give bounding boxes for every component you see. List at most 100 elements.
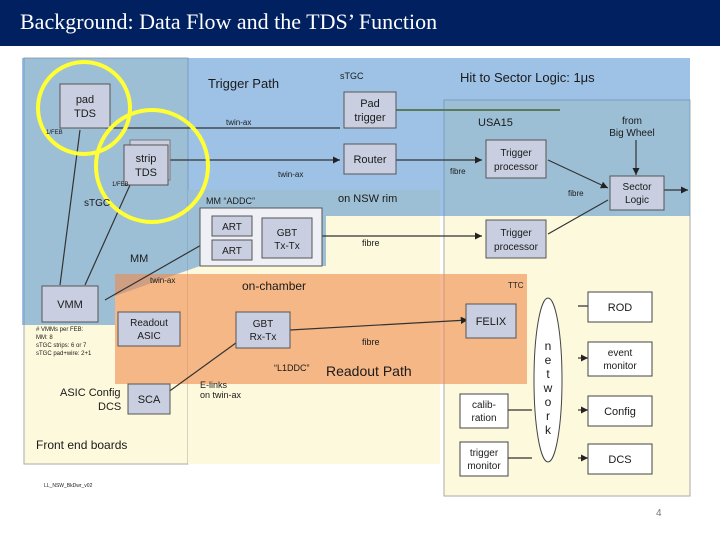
calibration-label-2: ration <box>471 413 496 424</box>
network-letter-w: w <box>543 381 553 395</box>
trigger-path-label: Trigger Path <box>208 76 279 91</box>
gbt-rxtx-label-1: GBT <box>253 319 274 330</box>
calibration-label-1: calib- <box>472 400 496 411</box>
rod-label: ROD <box>608 302 633 314</box>
l1ddc-fibre-line <box>289 316 469 331</box>
art2-box <box>211 239 253 261</box>
tp1-label-2: processor <box>494 162 539 173</box>
readout-asic-box <box>117 311 181 347</box>
network-letter-k: k <box>545 423 552 437</box>
network-letter-e: e <box>545 353 552 367</box>
pad-trigger-label-1: Pad <box>360 98 380 110</box>
gbt-rxtx-label-2: Rx-Tx <box>250 332 277 343</box>
from-big-wheel-label-1: from <box>622 116 642 127</box>
sector-logic-label-2: Logic <box>625 195 649 206</box>
event-monitor-box <box>587 341 653 377</box>
tp2-label-1: Trigger <box>500 228 532 239</box>
pad-trigger-box <box>343 91 397 129</box>
network-letter-r: r <box>546 409 550 423</box>
fibre-a-label: fibre <box>450 167 466 176</box>
asic-config-label: ASIC Config <box>60 387 121 399</box>
trigger-monitor-box <box>459 441 509 477</box>
usa15-label: USA15 <box>478 117 513 129</box>
from-big-wheel-label-2: Big Wheel <box>609 128 655 139</box>
strip-tds-label-1: strip <box>136 153 157 165</box>
l1ddc-label: “L1DDC” <box>274 363 310 373</box>
pad-tds-label-1: pad <box>76 94 94 106</box>
vmm-note-3: sTGC strips: 6 or 7 <box>36 343 87 349</box>
front-end-boards-label: Front end boards <box>36 438 127 452</box>
rod-box <box>587 291 653 323</box>
tp2-to-sl-line <box>547 199 609 235</box>
vmm-to-strip-line <box>84 184 131 286</box>
on-nsw-rim-label: on NSW rim <box>338 193 397 205</box>
config-label: Config <box>604 406 636 418</box>
twin-ax-mid-label: twin-ax <box>278 170 303 179</box>
stgc-left-label: sTGC <box>84 198 110 209</box>
readout-path-overlay <box>115 274 527 384</box>
tp2-label-2: processor <box>494 242 539 253</box>
sca-elink-line <box>159 339 241 399</box>
twin-ax-top-label: twin-ax <box>226 118 251 127</box>
sector-logic-label-1: Sector <box>623 182 653 193</box>
dcs-left-label: DCS <box>98 401 121 413</box>
one-feb-label-b: 1/FEB <box>112 182 129 188</box>
sca-box <box>127 383 171 415</box>
art1-box <box>211 215 253 237</box>
fibre-low-label: fibre <box>362 337 380 347</box>
dcs-right-box <box>587 443 653 475</box>
footnote-label: LL_NSW_BkDwr_v02 <box>44 483 93 489</box>
vmm-note-1: # VMMs per FEB: <box>36 327 84 333</box>
sector-logic-box <box>609 175 665 211</box>
pad-tds-label-2: TDS <box>74 108 96 120</box>
title-bar: Background: Data Flow and the TDS’ Funct… <box>0 0 720 46</box>
stgc-top-label: sTGC <box>340 71 364 81</box>
readout-path-label: Readout Path <box>326 363 412 379</box>
sca-label: SCA <box>138 394 161 406</box>
gbt-txtx-label-1: GBT <box>277 228 298 239</box>
vmm-label: VMM <box>57 299 83 311</box>
elinks-label-1: E-links <box>200 380 228 390</box>
vmm-box <box>41 285 99 323</box>
fibre-mid-label: fibre <box>362 238 380 248</box>
vmm-note-2: MM: 8 <box>36 335 53 341</box>
vmm-to-pad-line <box>59 129 81 286</box>
tp1-to-sl-line <box>547 159 609 189</box>
trigger-monitor-label-1: trigger <box>470 448 499 459</box>
network-letter-n: n <box>545 339 552 353</box>
gbt-txtx-label-2: Tx-Tx <box>274 241 300 252</box>
network-ellipse <box>533 297 563 463</box>
on-chamber-label: on-chamber <box>242 279 306 293</box>
art2-label: ART <box>222 246 242 257</box>
hit-to-sector-label: Hit to Sector Logic: 1μs <box>460 70 595 85</box>
router-box <box>343 143 397 175</box>
readout-asic-label-2: ASIC <box>137 331 160 342</box>
trigger-monitor-label-2: monitor <box>467 461 501 472</box>
elinks-label-2: on twin-ax <box>200 390 242 400</box>
strip-tds-highlight <box>94 108 210 224</box>
gbt-rxtx-box <box>235 311 291 349</box>
calibration-box <box>459 393 509 429</box>
vmm-note-4: sTGC pad+wire: 2+1 <box>36 351 92 357</box>
trigger-processor-2-box <box>485 219 547 259</box>
mm-left-label: MM <box>130 253 148 265</box>
readout-asic-label-1: Readout <box>130 318 168 329</box>
strip-tds-label-2: TDS <box>135 167 157 179</box>
gbt-txtx-box <box>261 217 313 259</box>
pad-trigger-label-2: trigger <box>354 112 386 124</box>
router-label: Router <box>353 154 386 166</box>
mm-addc-label: MM “ADDC” <box>206 196 255 206</box>
tp1-label-1: Trigger <box>500 148 532 159</box>
pad-tds-highlight <box>36 60 132 156</box>
art1-label: ART <box>222 222 242 233</box>
vmm-to-art-line <box>104 239 211 301</box>
network-letter-t: t <box>546 367 550 381</box>
event-monitor-label-1: event <box>608 348 633 359</box>
event-monitor-label-2: monitor <box>603 361 637 372</box>
trigger-processor-1-box <box>485 139 547 179</box>
pad-tds-box <box>59 83 111 129</box>
config-box <box>587 395 653 427</box>
strip-tds-box <box>123 144 169 186</box>
page-number: 4 <box>656 508 662 519</box>
